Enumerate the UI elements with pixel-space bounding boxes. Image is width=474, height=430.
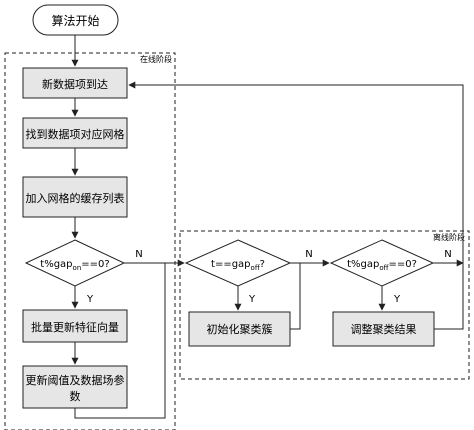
step-find-grid-label: 找到数据项对应网格 — [26, 127, 125, 141]
step-batch-update-label: 批量更新特征向量 — [31, 320, 119, 334]
edge-init-yes: Y — [248, 294, 256, 305]
decision-online-label: t%gapon==0? — [40, 259, 109, 272]
start-label: 算法开始 — [51, 13, 99, 28]
edge-adjust-yes: Y — [393, 294, 401, 305]
step-new-data-item — [22, 67, 128, 99]
decision-offline-adjust-label: t%gapoff==0? — [347, 259, 417, 272]
edge-adjust-no: N — [444, 249, 451, 260]
offline-phase-frame — [179, 230, 470, 380]
step-adjust-clusters-label: 调整聚类结果 — [351, 322, 417, 336]
arrow-return-to-new-data — [128, 81, 464, 330]
decision-offline-init-label: t==gapoff? — [211, 259, 265, 272]
step-adjust-clusters — [332, 311, 435, 347]
step-init-clusters-label: 初始化聚类簇 — [207, 322, 273, 336]
step-new-data-item-label: 新数据项到达 — [42, 77, 108, 91]
edge-online-yes: Y — [86, 294, 94, 305]
online-phase-label: 在线阶段 — [140, 54, 172, 64]
arrow-threshold-loop — [74, 263, 166, 419]
step-update-threshold-label-line2: 数 — [70, 390, 81, 403]
step-batch-update — [22, 309, 128, 343]
arrow-init-merge — [290, 263, 301, 330]
step-find-grid — [22, 117, 128, 149]
online-phase-frame — [4, 52, 176, 430]
edge-init-no: N — [305, 249, 312, 260]
offline-phase-label: 离线阶段 — [433, 232, 465, 242]
edge-online-no: N — [135, 249, 142, 260]
step-update-threshold — [22, 365, 128, 409]
step-add-cache-label: 加入网格的缓存列表 — [26, 191, 125, 205]
step-update-threshold-label-line1: 更新阈值及数据场参 — [26, 373, 125, 387]
